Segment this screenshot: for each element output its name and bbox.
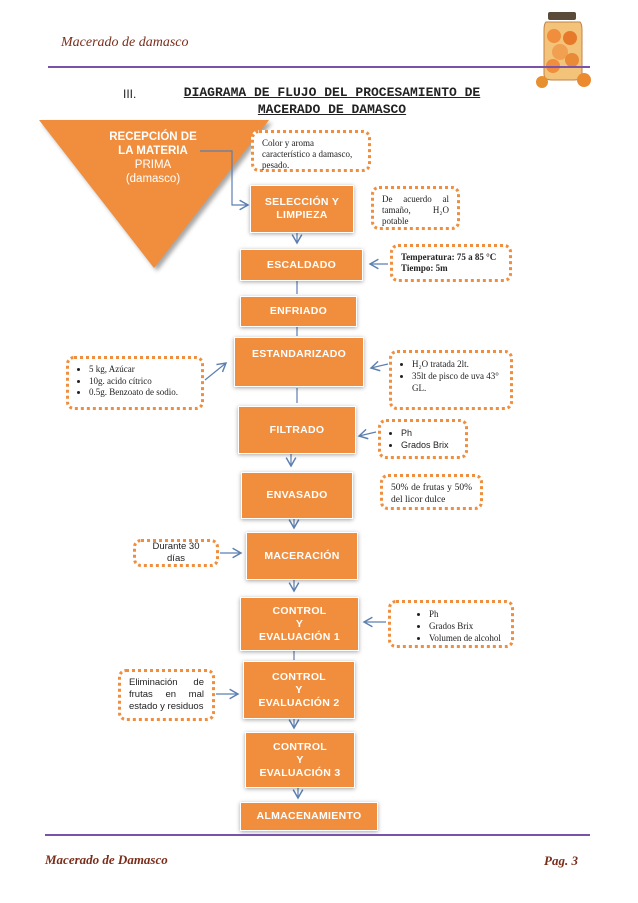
step-escaldado: ESCALDADO [240,249,363,281]
footer-title: Macerado de Damasco [45,852,168,867]
control3-line-3: EVALUACIÓN 3 [259,766,341,779]
note-envasado-ratio: 50% de frutas y 50% del licor dulce [380,474,483,510]
step-envasado: ENVASADO [241,472,353,519]
step-seleccion-line-1: SELECCIÓN Y [264,196,340,208]
arrow-liquids-estandarizado [369,360,389,372]
note-escaldado-params: Temperatura: 75 a 85 °C Tiempo: 5m [390,244,512,282]
control3-line-2: Y [296,753,304,766]
page-number: Pag. 3 [544,853,578,868]
step-control-evaluacion-1: CONTROL Y EVALUACIÓN 1 [240,597,359,651]
eval-item: Grados Brix [429,620,503,632]
step-maceracion: MACERACIÓN [246,532,358,580]
running-header: Macerado de damasco [61,35,189,50]
step-seleccion-line-2: LIMPIEZA [276,209,328,221]
step-seleccion-limpieza: SELECCIÓN Y LIMPIEZA [250,185,354,233]
control1-line-3: EVALUACIÓN 1 [259,630,340,643]
section-title: DIAGRAMA DE FLUJO DEL PROCESAMIENTO DE M… [183,85,481,117]
ingredient-item: 5 kg, Azúcar [89,364,193,376]
control1-line-2: Y [295,617,304,630]
note-temperatura: Temperatura: 75 a 85 °C [401,252,497,262]
reception-triangle [39,120,269,268]
jar-logo [536,12,591,88]
note-duracion: Durante 30 días [133,539,219,567]
note-ingredients: 5 kg, Azúcar 10g. acido cítrico 0.5g. Be… [66,356,204,410]
step-estandarizado: ESTANDARIZADO [234,337,364,387]
step-enfriado: ENFRIADO [240,296,357,327]
reception-label: RECEPCIÓN DE LA MATERIA PRIMA (damasco) [82,130,224,186]
control1-line-1: CONTROL [272,604,327,617]
section-number: III. [123,87,137,101]
arrow-reception-seleccion [200,150,250,211]
liquid-item: 35lt de pisco de uva 43° GL. [412,370,502,394]
step-control-evaluacion-3: CONTROL Y EVALUACIÓN 3 [245,732,355,788]
note-color-aroma: Color y aroma característico a damasco, … [251,130,371,172]
step-filtrado: FILTRADO [238,406,356,454]
reception-line-3: PRIMA [134,159,172,171]
eval-item: Ph [429,608,503,620]
note-agua-potable: De acuerdo al tamaño, H₂O potable [371,186,460,230]
check-item: Grados Brix [401,439,457,451]
ingredient-item: 0.5g. Benzoato de sodio. [89,387,193,399]
footer-rule [45,834,590,836]
note-eliminacion: Eliminación de frutas en mal estado y re… [118,669,215,721]
reception-line-2: LA MATERIA [118,145,188,157]
reception-line-1: RECEPCIÓN DE [109,131,197,143]
control2-line-2: Y [295,683,303,696]
note-liquids: H₂O tratada 2lt. 35lt de pisco de uva 43… [389,350,513,410]
check-item: Ph [401,427,457,439]
arrow-ingredients-estandarizado [204,362,228,381]
control2-line-1: CONTROL [271,670,326,683]
header-rule [48,66,590,68]
step-control-evaluacion-2: CONTROL Y EVALUACIÓN 2 [243,661,355,719]
step-almacenamiento: ALMACENAMIENTO [240,802,378,831]
liquid-item: H₂O tratada 2lt. [412,358,502,370]
control2-line-3: EVALUACIÓN 2 [258,696,340,709]
control3-line-1: CONTROL [272,740,327,753]
eval-item: Volumen de alcohol [429,632,503,644]
ingredient-item: 10g. acido cítrico [89,376,193,388]
reception-line-4: (damasco) [125,173,181,185]
note-tiempo: Tiempo: 5m [401,263,448,273]
note-eval1-checks: Ph Grados Brix Volumen de alcohol [388,600,514,648]
arrow-checks-filtrado [357,428,377,440]
note-filtrado-checks: Ph Grados Brix [378,419,468,459]
